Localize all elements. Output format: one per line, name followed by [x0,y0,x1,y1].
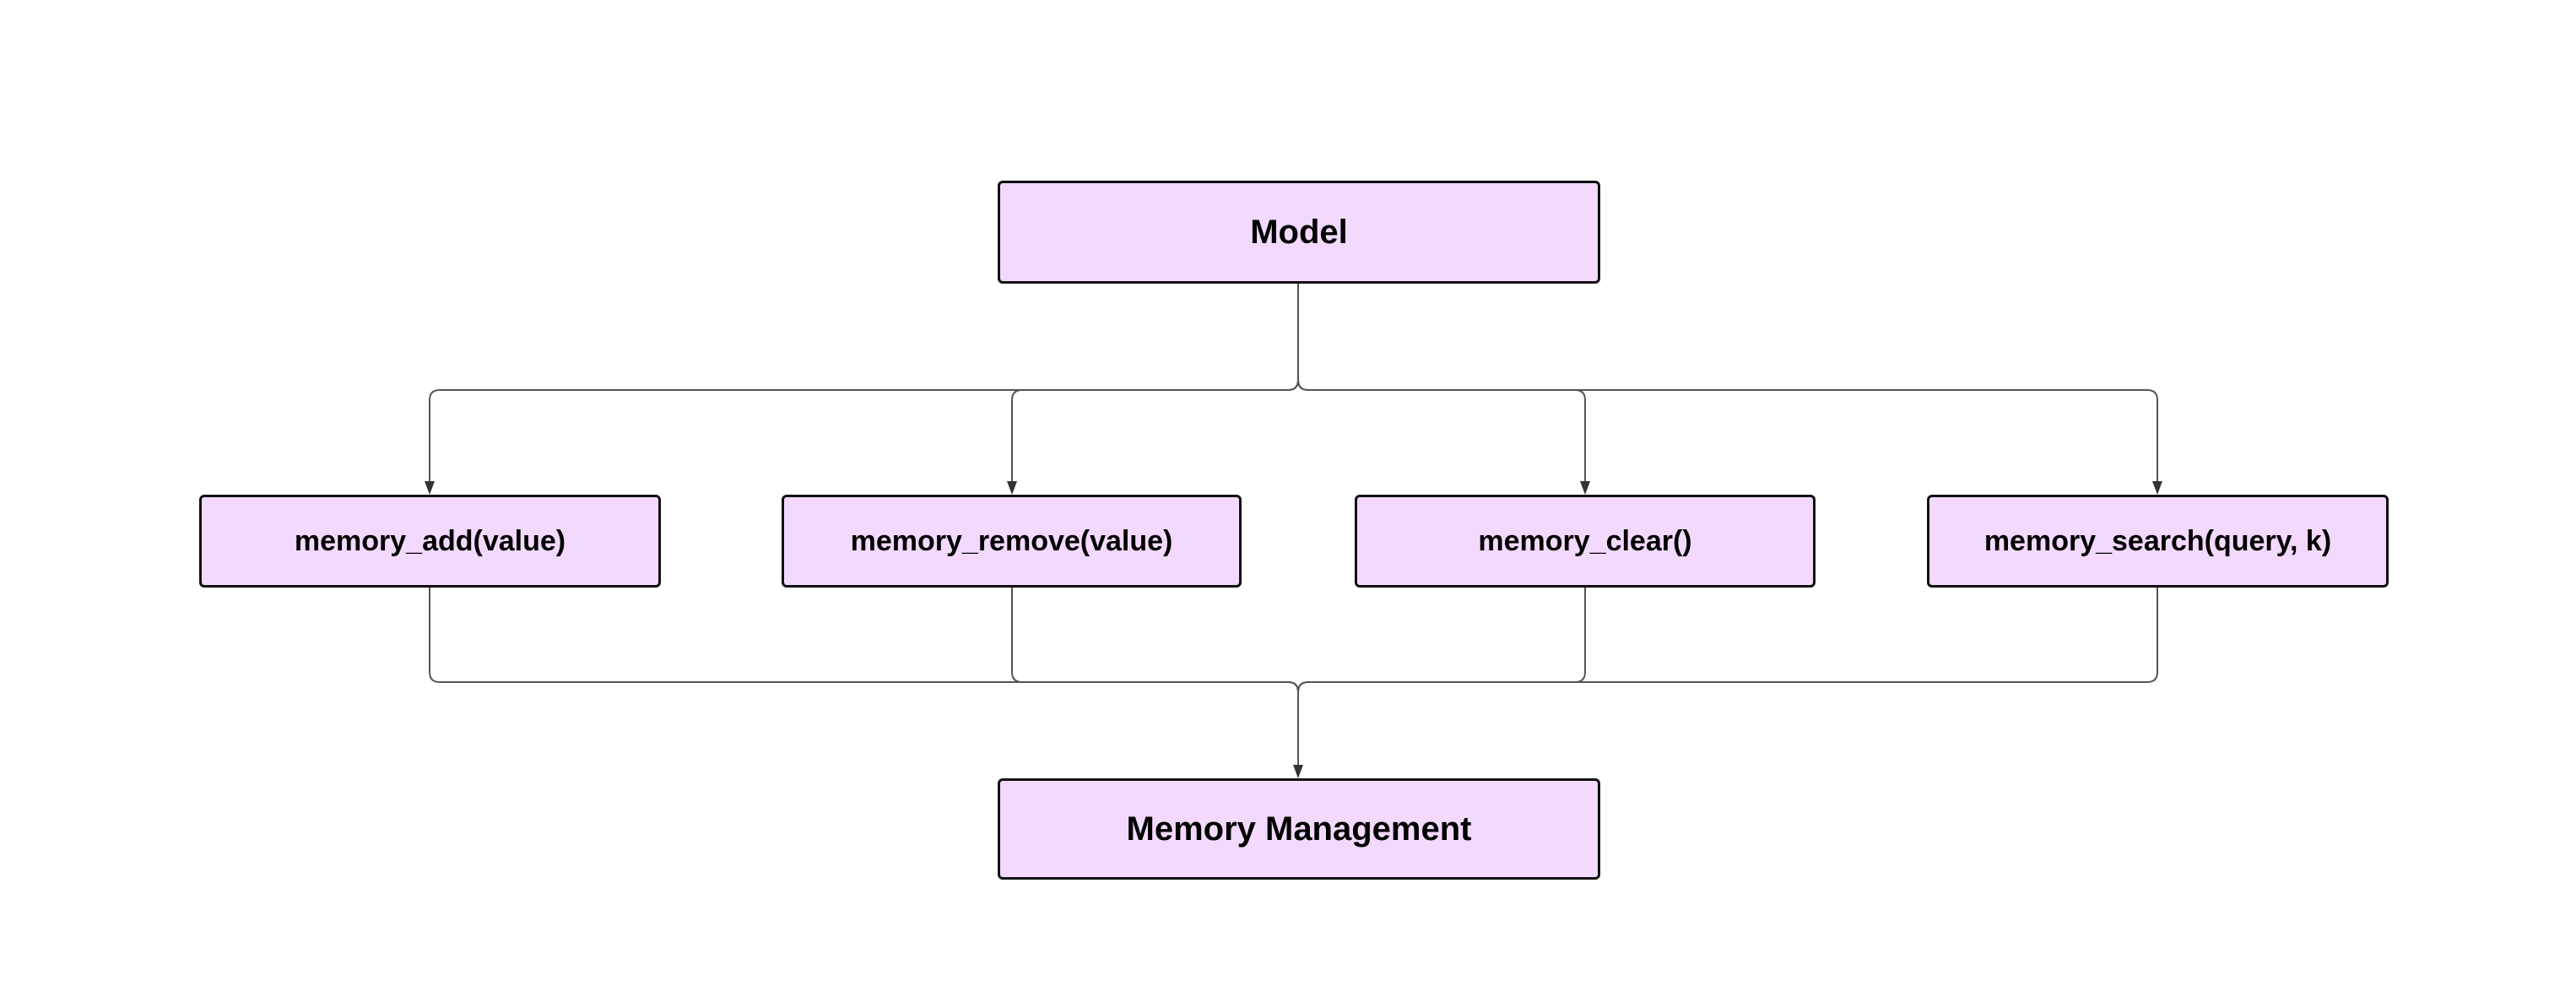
memory-add-label: memory_add(value) [294,524,566,557]
memory-clear-node: memory_clear() [1355,495,1816,588]
edge-model-to-remove [1011,284,1299,490]
edge-model-to-add [429,284,1299,490]
edge-remove-to-mm [1011,588,1299,773]
model-label: Model [1250,213,1348,251]
edge-add-to-mm [429,588,1299,773]
memory-add-node: memory_add(value) [199,495,661,588]
memory-search-node: memory_search(query, k) [1927,495,2389,588]
edge-clear-to-mm [1297,588,1586,773]
memory-remove-label: memory_remove(value) [850,524,1173,557]
arrowhead [1293,765,1303,778]
memory-management-label: Memory Management [1126,810,1472,848]
edge-model-to-clear [1297,284,1586,490]
edge-search-to-mm [1297,588,2158,773]
arrowhead [1580,481,1590,495]
arrowhead [2152,481,2162,495]
arrowhead [425,481,435,495]
memory-search-label: memory_search(query, k) [1983,524,2332,557]
memory-remove-node: memory_remove(value) [782,495,1242,588]
arrowhead [1007,481,1017,495]
model-node: Model [998,181,1600,284]
memory-management-node: Memory Management [998,778,1600,880]
memory-clear-label: memory_clear() [1478,524,1692,557]
edge-model-to-search [1297,284,2158,490]
